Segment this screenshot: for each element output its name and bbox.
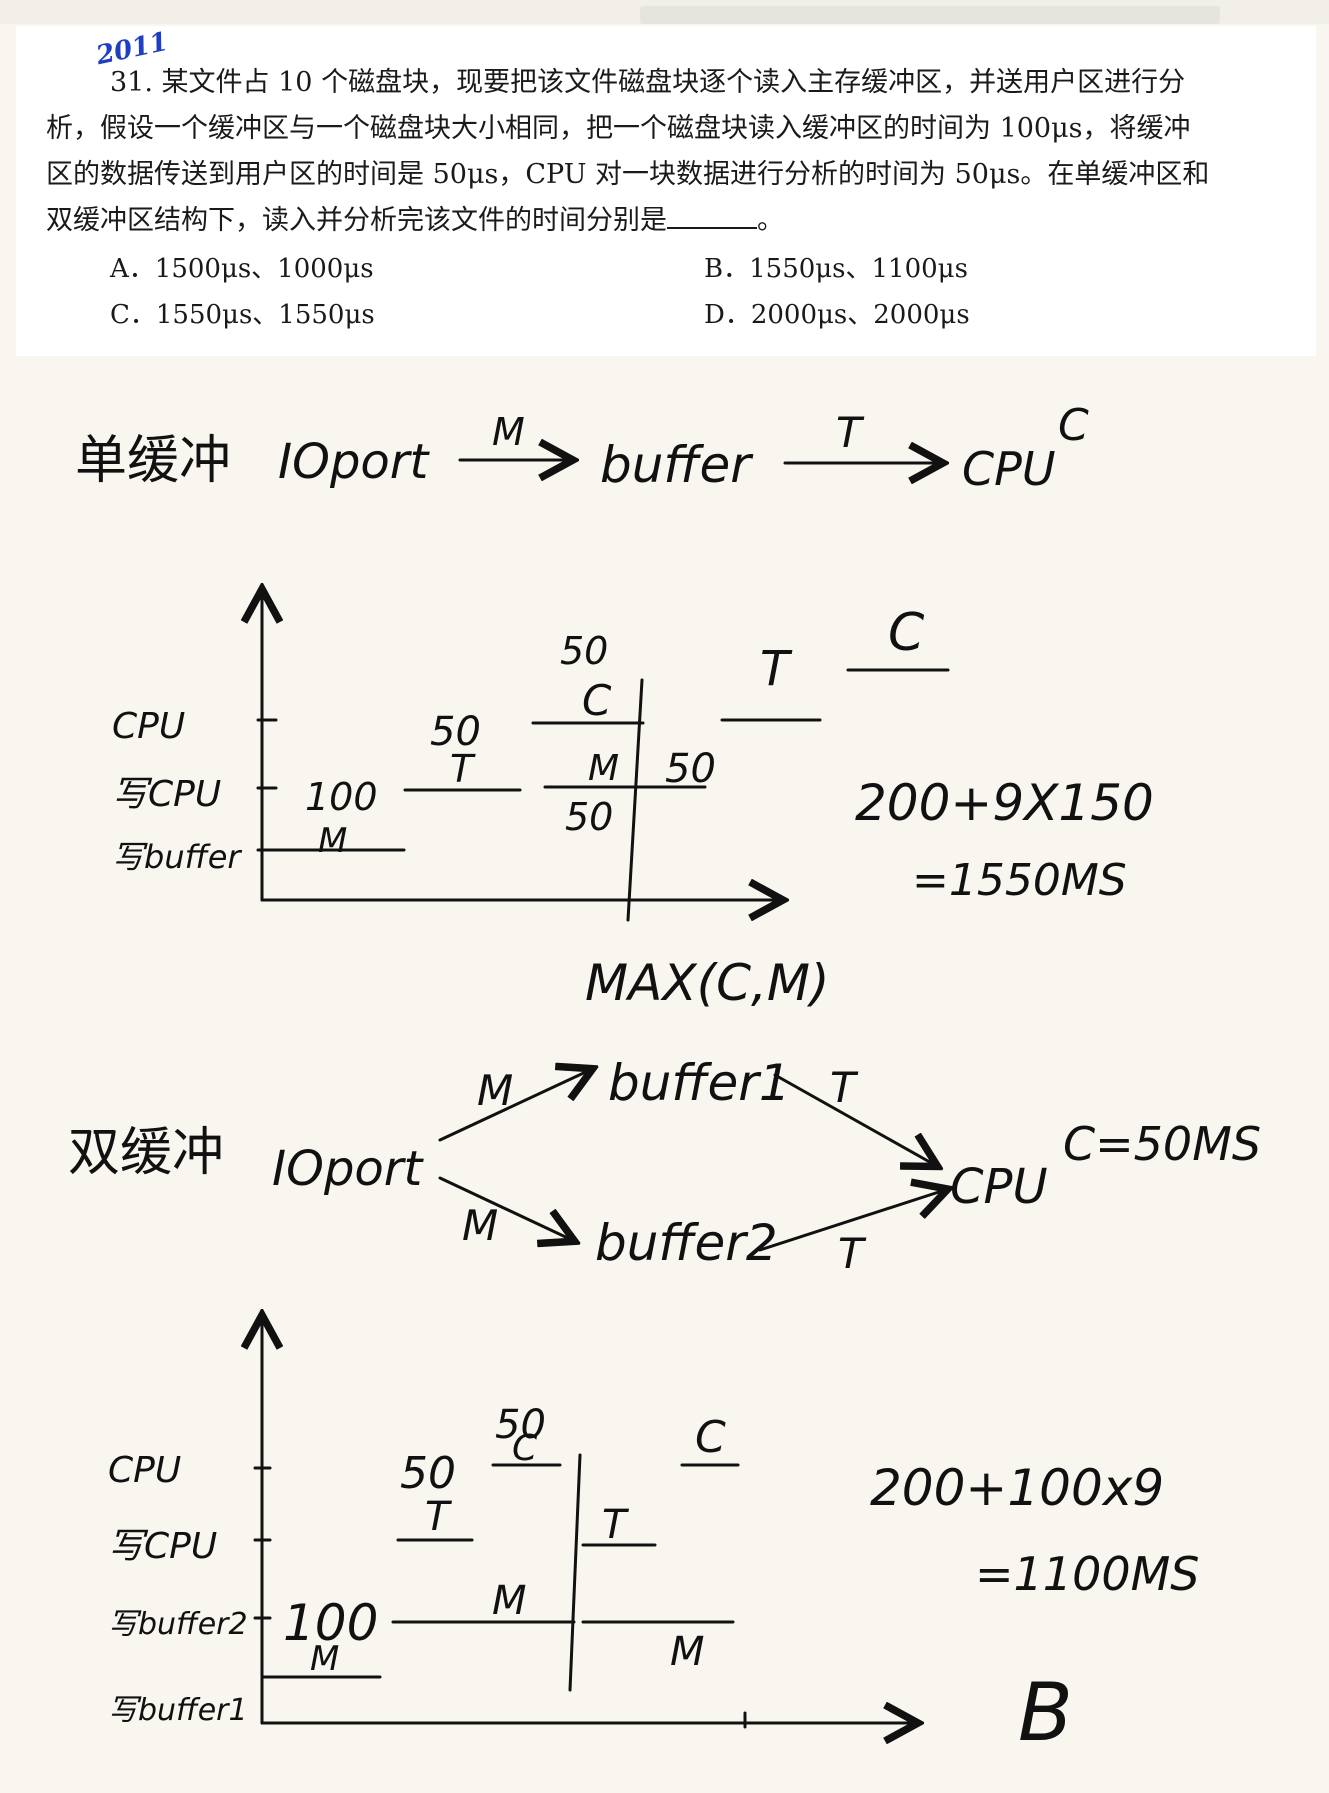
chart1-t-right: T xyxy=(760,641,793,697)
chart1-ylabel-writecpu: 写CPU xyxy=(112,774,221,815)
option-d: D．2000μs、2000μs xyxy=(704,300,970,330)
top-strip xyxy=(0,0,1329,24)
chart1-fifty-right: 50 xyxy=(665,746,716,792)
single-result: =1550MS xyxy=(912,855,1127,906)
question-line-2: 析，假设一个缓冲区与一个磁盘块大小相同，把一个磁盘块读入缓冲区的时间为 100μ… xyxy=(46,113,1191,144)
chart2-t2: T xyxy=(602,1502,630,1548)
question-number: 31. xyxy=(110,67,153,98)
chart2-t-time: 50 xyxy=(400,1448,456,1499)
io-port-label: IOport xyxy=(278,434,431,490)
flow-m-label: M xyxy=(492,410,525,454)
chart2-m-label: M xyxy=(310,1639,339,1679)
question-line-4: 双缓冲区结构下，读入并分析完该文件的时间分别是 。 xyxy=(46,198,784,237)
chart1-t-label: T xyxy=(450,747,476,791)
double-result: =1100MS xyxy=(975,1547,1200,1601)
option-a: A．1500μs、1000μs xyxy=(110,254,374,284)
option-b: B．1550μs、1100μs xyxy=(704,254,968,284)
flow-arrow-io-buffer2 xyxy=(438,1176,572,1240)
question-line-1: 31. 某文件占 10 个磁盘块，现要把该文件磁盘块逐个读入主存缓冲区，并送用户… xyxy=(110,60,1185,99)
double-formula: 200+100x9 xyxy=(870,1459,1164,1517)
chart2-t-label: T xyxy=(425,1494,453,1540)
chart1-divider xyxy=(626,678,644,922)
question-text-1: 某文件占 10 个磁盘块，现要把该文件磁盘块逐个读入主存缓冲区，并送用户区进行分 xyxy=(161,67,1186,98)
chart1-m2-label: M xyxy=(588,748,619,789)
question-end: 。 xyxy=(757,205,784,236)
chart2-c-label: C xyxy=(512,1428,538,1469)
io-port-label-2: IOport xyxy=(272,1141,425,1197)
chart2-ylabel-cpu: CPU xyxy=(108,1450,181,1491)
flow-arrow-io-buffer1 xyxy=(438,1070,590,1142)
final-answer: B xyxy=(1018,1666,1073,1759)
flow-m-down-label: M xyxy=(462,1201,498,1250)
chart1-c-label: C xyxy=(582,676,612,725)
chart2-mid-m: M xyxy=(492,1578,527,1624)
max-note: MAX(C,M) xyxy=(585,954,830,1012)
flow-t-up-label: T xyxy=(830,1063,859,1112)
chart1-ylabel-cpu: CPU xyxy=(112,706,185,747)
chart1-m-label: M xyxy=(318,821,347,861)
buffer2-label: buffer2 xyxy=(595,1214,778,1272)
chart1-t-time: 50 xyxy=(430,709,481,755)
buffer1-label: buffer1 xyxy=(608,1054,791,1112)
double-buffer-title: 双缓冲 xyxy=(68,1123,224,1183)
single-buffer-title: 单缓冲 xyxy=(75,431,231,491)
flow-c-label: C xyxy=(1058,400,1089,451)
chart1-m-time: 100 xyxy=(305,775,378,819)
chart1-ylabel-writebuffer: 写buffer xyxy=(112,838,242,876)
faded-header xyxy=(640,6,1220,24)
chart2-m3: M xyxy=(670,1629,705,1675)
option-c: C．1550μs、1550μs xyxy=(110,300,375,330)
chart2-divider xyxy=(568,1453,582,1692)
chart2-c-right: C xyxy=(695,1412,726,1463)
flow-arrow-buffer1-cpu xyxy=(773,1073,935,1165)
chart2-ylabel-writecpu: 写CPU xyxy=(108,1526,217,1567)
chart2-m-time: 100 xyxy=(283,1594,378,1652)
chart2-ylabel-writebuffer1: 写buffer1 xyxy=(108,1693,248,1728)
c-note: C=50MS xyxy=(1063,1117,1261,1171)
flow-m-up-label: M xyxy=(477,1066,513,1115)
cpu-label: CPU xyxy=(962,442,1056,496)
cpu-label-2: CPU xyxy=(950,1159,1048,1215)
flow-arrow-buffer2-cpu xyxy=(758,1190,945,1252)
chart1-c-right: C xyxy=(888,603,925,663)
chart2-ylabel-writebuffer2: 写buffer2 xyxy=(108,1607,248,1642)
buffer-label: buffer xyxy=(600,436,754,494)
flow-t-label: T xyxy=(836,408,865,457)
question-line-3: 区的数据传送到用户区的时间是 50μs，CPU 对一块数据进行分析的时间为 50… xyxy=(46,159,1210,190)
flow-t-down-label: T xyxy=(838,1229,867,1278)
question-card: 2011 31. 某文件占 10 个磁盘块，现要把该文件磁盘块逐个读入主存缓冲区… xyxy=(16,26,1316,356)
single-formula: 200+9X150 xyxy=(855,774,1154,832)
answer-blank xyxy=(667,205,757,229)
chart2-c-time: 50 xyxy=(495,1402,546,1448)
question-text-4: 双缓冲区结构下，读入并分析完该文件的时间分别是 xyxy=(46,205,667,236)
chart1-m2-time: 50 xyxy=(565,795,613,839)
chart1-c-time: 50 xyxy=(560,629,608,673)
